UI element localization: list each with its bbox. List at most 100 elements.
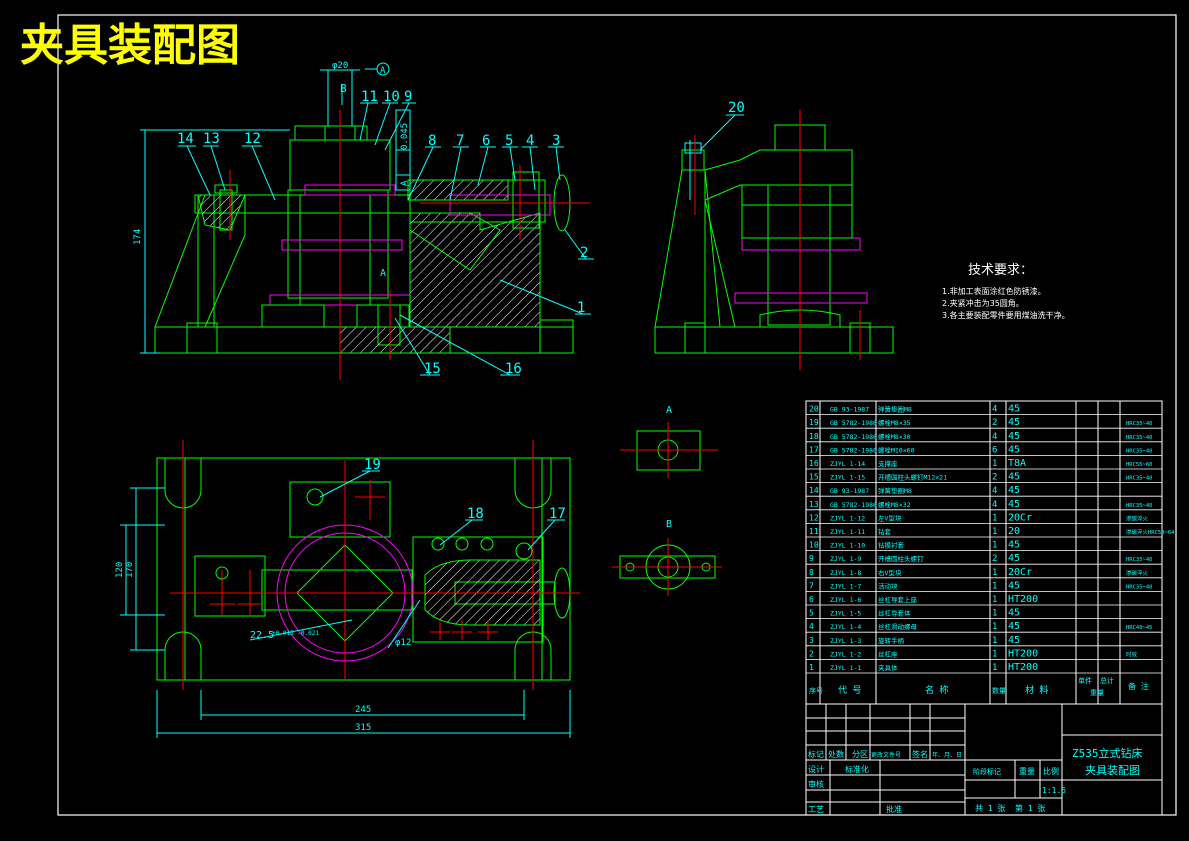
title-block-labels: 标记 处数 分区 更改文件号 签名 年、月、日 设计 标准化 审核 工艺 批准 … (808, 749, 1066, 814)
tech-req-2: 2.夹紧冲击为35圆角。 (942, 298, 1024, 308)
bom-cell: 45 (1008, 635, 1020, 646)
bom-header-cell: 材 料 (1025, 684, 1048, 696)
dim-phi12: φ12 (395, 638, 411, 648)
balloon-1: 1 (577, 300, 585, 316)
tb-sheet: 第 1 张 (1015, 803, 1045, 813)
bom-cell: 1 (992, 527, 997, 537)
bom-header-cell: 代 号 (838, 685, 861, 696)
balloon-labels-front: 14 13 12 11 10 9 8 7 6 5 4 3 2 1 15 16 (177, 89, 588, 377)
detail-b-label: B (666, 519, 672, 530)
bom-cell: HT200 (1008, 662, 1038, 673)
bom-cell: 6 (992, 445, 997, 455)
balloons-plan (319, 470, 565, 551)
bom-cell: 丝杠滑动螺母 (878, 622, 918, 631)
flatness-ref: A (400, 180, 410, 186)
bom-cell: ZJYL 1-3 (830, 637, 861, 645)
phi20-label: φ20 (332, 61, 348, 71)
section-a-marker: A (380, 268, 386, 279)
bom-cell: 1 (992, 459, 997, 469)
dim-22-5: 22.5 (250, 630, 274, 641)
bom-cell: 17 (809, 445, 819, 454)
bom-cell: HT200 (1008, 594, 1038, 605)
tech-requirements: 技术要求： 1.非加工表面涂红色防锈漆。 2.夹紧冲击为35圆角。 3.各主要装… (942, 263, 1070, 320)
bom-cell: T8A (1008, 458, 1026, 469)
tb-count: 处数 (828, 749, 844, 759)
detail-a-center (620, 422, 718, 478)
bom-header-cell: 备 注 (1128, 681, 1149, 691)
bom-header-cell: 名 称 (925, 684, 948, 696)
bom-cell: 丝杠导套体 (878, 609, 911, 618)
bom-cell: 20Cr (1008, 512, 1032, 523)
bom-cell: 1 (992, 595, 997, 605)
bom-header-cell: 序号 (809, 686, 823, 695)
bom-cell: 45 (1008, 580, 1020, 591)
bom-cell: 15 (809, 473, 819, 482)
tb-scale-label: 比例 (1043, 766, 1059, 776)
tb-process: 工艺 (808, 805, 824, 814)
bom-cell: 支撑座 (878, 459, 898, 468)
balloon-4: 4 (526, 133, 534, 149)
tb-sheets: 共 1 张 (975, 804, 1005, 813)
bom-cell: 1 (992, 541, 997, 551)
tech-req-3: 3.各主要装配零件要用煤油洗干净。 (942, 310, 1070, 320)
balloon-10: 10 (383, 89, 400, 105)
dim-22-5-tol: +0.015 -0.021 (272, 630, 319, 637)
bom-cell: 18 (809, 432, 819, 441)
bom-cell: 14 (809, 486, 819, 495)
flatness-tol: 0.045 (400, 123, 410, 150)
bom-cell: ZJYL 1-1 (830, 664, 861, 672)
bom-cell: GB 5782-1986 (830, 501, 877, 509)
bom-cell: 螺栓M10×60 (878, 445, 915, 454)
dim-120: 120 (115, 562, 125, 578)
bom-cell: 1 (992, 663, 997, 673)
bom-cell: ZJYL 1-9 (830, 555, 861, 563)
bom-cell: HRC35~40 (1126, 584, 1153, 590)
bom-cell: 1 (992, 513, 997, 523)
bom-cell: 4 (992, 432, 997, 442)
bom-cell: GB 93-1987 (830, 487, 869, 495)
bom-cell: ZJYL 1-15 (830, 474, 865, 482)
bom-cell: 4 (992, 500, 997, 510)
bom-cell: GB 5782-1986 (830, 433, 877, 441)
bom-cell: GB 93-1987 (830, 406, 869, 414)
phi20-dim (320, 62, 411, 191)
bom-cell: GB 5782-1986 (830, 446, 877, 454)
front-section-view (154, 125, 580, 354)
balloon-8: 8 (428, 133, 436, 149)
bom-cell: 16 (809, 459, 819, 468)
bom-cell: 活动块 (878, 581, 898, 590)
bom-cell: ZJYL 1-2 (830, 650, 861, 658)
bom-header-cell: 数量 (992, 686, 1006, 695)
side-view (654, 124, 894, 354)
dim-170: 170 (125, 562, 135, 578)
bom-cell: 螺栓M8×30 (878, 432, 911, 441)
balloon-16: 16 (505, 361, 522, 377)
balloon-18: 18 (467, 506, 484, 522)
balloon-7: 7 (456, 133, 464, 149)
bom-cell: 45 (1008, 608, 1020, 619)
bom-cell: 13 (809, 500, 819, 509)
tb-mark: 标记 (808, 749, 824, 759)
bom-cell: 12 (809, 513, 819, 522)
view-b-flag: B (340, 82, 347, 95)
bom-cell: 渗碳淬火 (1126, 514, 1149, 522)
dim-315: 315 (355, 723, 371, 733)
bom-cell: 2 (992, 473, 997, 483)
plan-hex-heads (215, 488, 533, 580)
tech-req-1: 1.非加工表面涂红色防锈漆。 (942, 286, 1046, 296)
bom-cell: 45 (1008, 404, 1020, 415)
bom-cell: ZJYL 1-7 (830, 582, 861, 590)
bom-cell: 10 (809, 541, 819, 550)
bom-cell: 8 (809, 568, 814, 577)
plan-dims (120, 487, 571, 738)
tb-design: 设计 (808, 764, 824, 774)
bom-cell: 渗碳淬火HRC58~64 (1126, 528, 1175, 536)
bom-cell: 45 (1008, 472, 1020, 483)
bom-cell: ZJYL 1-5 (830, 610, 861, 618)
bom-cell: 1 (992, 568, 997, 578)
bom-cell: 4 (992, 405, 997, 415)
bom-cell: 2 (992, 418, 997, 428)
balloon-17: 17 (549, 506, 566, 522)
tb-change: 更改文件号 (871, 751, 901, 759)
